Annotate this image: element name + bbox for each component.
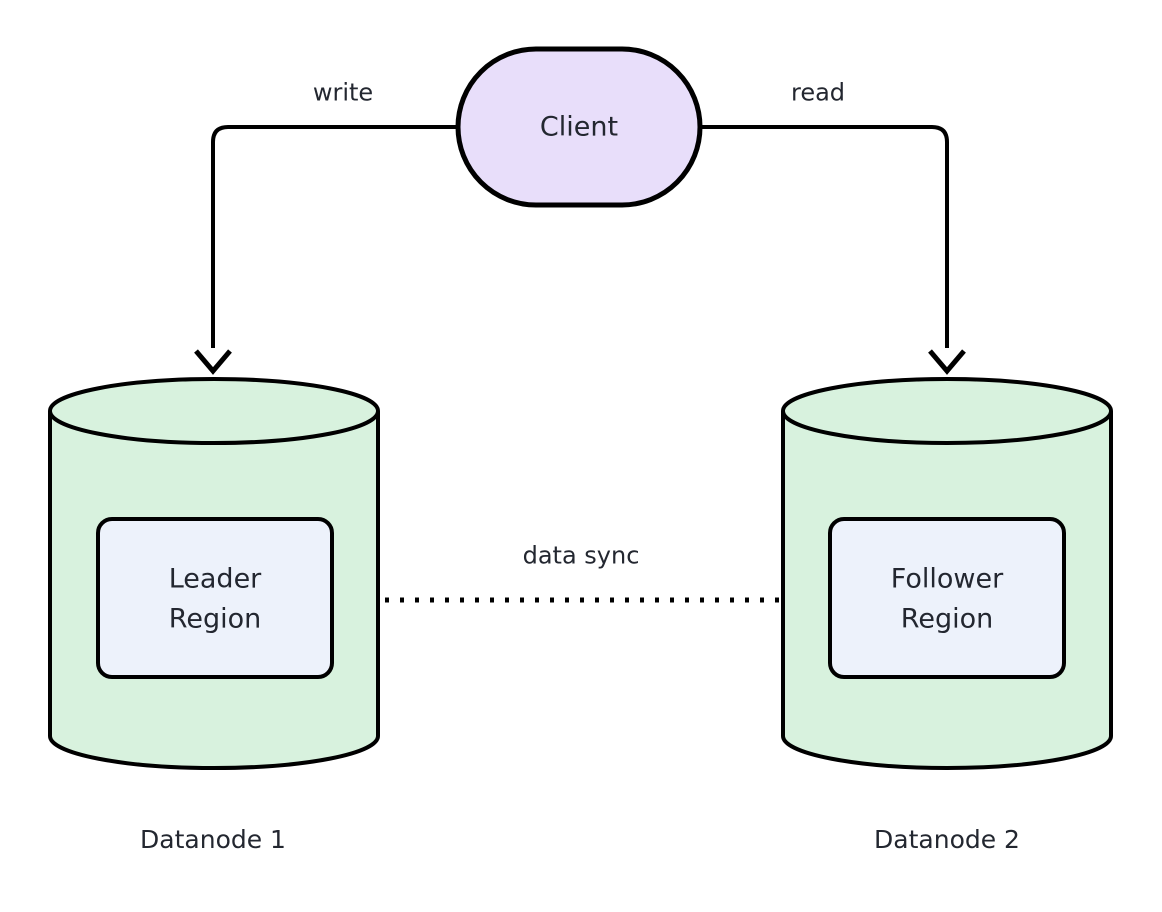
follower-region-label-line1: Follower bbox=[890, 563, 1004, 595]
node-client[interactable] bbox=[455, 46, 703, 208]
leader-region-label-line2: Region bbox=[168, 603, 262, 635]
node-leader-region[interactable] bbox=[96, 517, 334, 679]
write-edge-label: write bbox=[306, 77, 380, 109]
read-edge-path bbox=[700, 125, 949, 348]
write-edge-path bbox=[211, 125, 458, 348]
client-label: Client bbox=[539, 111, 619, 143]
node-follower-region[interactable] bbox=[828, 517, 1066, 679]
datanode1-cylinder-top-ellipse bbox=[48, 410, 380, 445]
read-edge-label: read bbox=[784, 77, 852, 109]
edge-data-sync[interactable] bbox=[340, 583, 830, 617]
data-sync-edge-label: data sync bbox=[516, 540, 646, 572]
write-arrowhead-icon bbox=[194, 349, 232, 375]
read-arrowhead-icon bbox=[928, 349, 966, 375]
datanode2-cylinder-top-ellipse bbox=[781, 410, 1113, 445]
datanode1-caption: Datanode 1 bbox=[140, 825, 286, 854]
datanode2-caption: Datanode 2 bbox=[874, 825, 1020, 854]
edge-write[interactable] bbox=[194, 125, 458, 375]
leader-region-label-line1: Leader bbox=[168, 563, 262, 595]
follower-region-label-line2: Region bbox=[900, 603, 994, 635]
edge-read[interactable] bbox=[700, 125, 966, 375]
